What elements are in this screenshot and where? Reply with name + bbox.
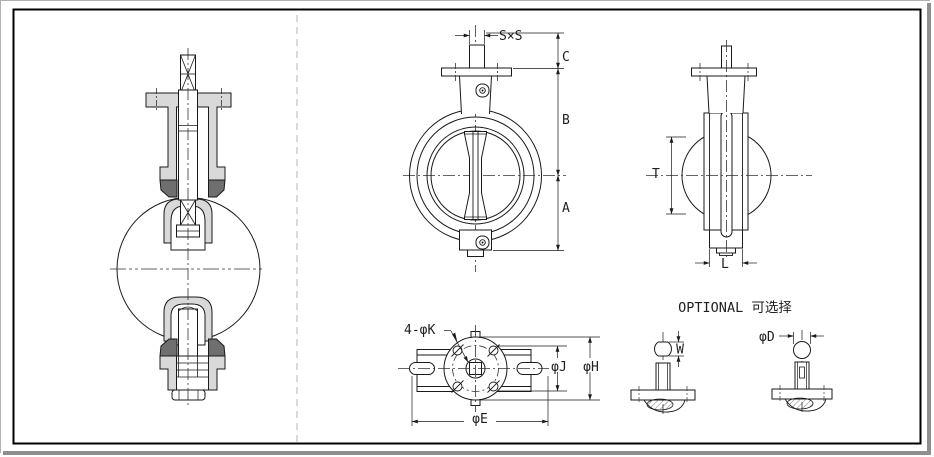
- optional-title: OPTIONAL 可选择: [678, 300, 792, 316]
- optional-round-stem-detail: φD: [759, 330, 833, 413]
- dim-label-e: φE: [472, 412, 488, 427]
- front-view: S×S C B A: [403, 25, 570, 272]
- dim-label-sxs: S×S: [499, 29, 522, 44]
- optional-flat-stem-detail: W: [630, 331, 696, 415]
- dim-label-w: W: [676, 343, 684, 358]
- dim-label-l: L: [721, 257, 729, 272]
- dim-label-h: φH: [583, 360, 599, 375]
- optional-views: OPTIONAL 可选择 W: [630, 300, 833, 415]
- side-view: T L: [646, 40, 812, 272]
- dim-label-b: B: [562, 113, 570, 128]
- bottom-view: 4-φK φJ φH φE: [398, 323, 602, 427]
- section-view: [110, 48, 263, 406]
- dim-label-a: A: [562, 201, 570, 216]
- dim-label-bolt-holes: 4-φK: [404, 323, 435, 338]
- dim-label-t: T: [652, 167, 660, 182]
- dim-label-j: φJ: [551, 360, 567, 375]
- dim-label-d: φD: [759, 330, 775, 345]
- dim-label-c: C: [562, 50, 570, 65]
